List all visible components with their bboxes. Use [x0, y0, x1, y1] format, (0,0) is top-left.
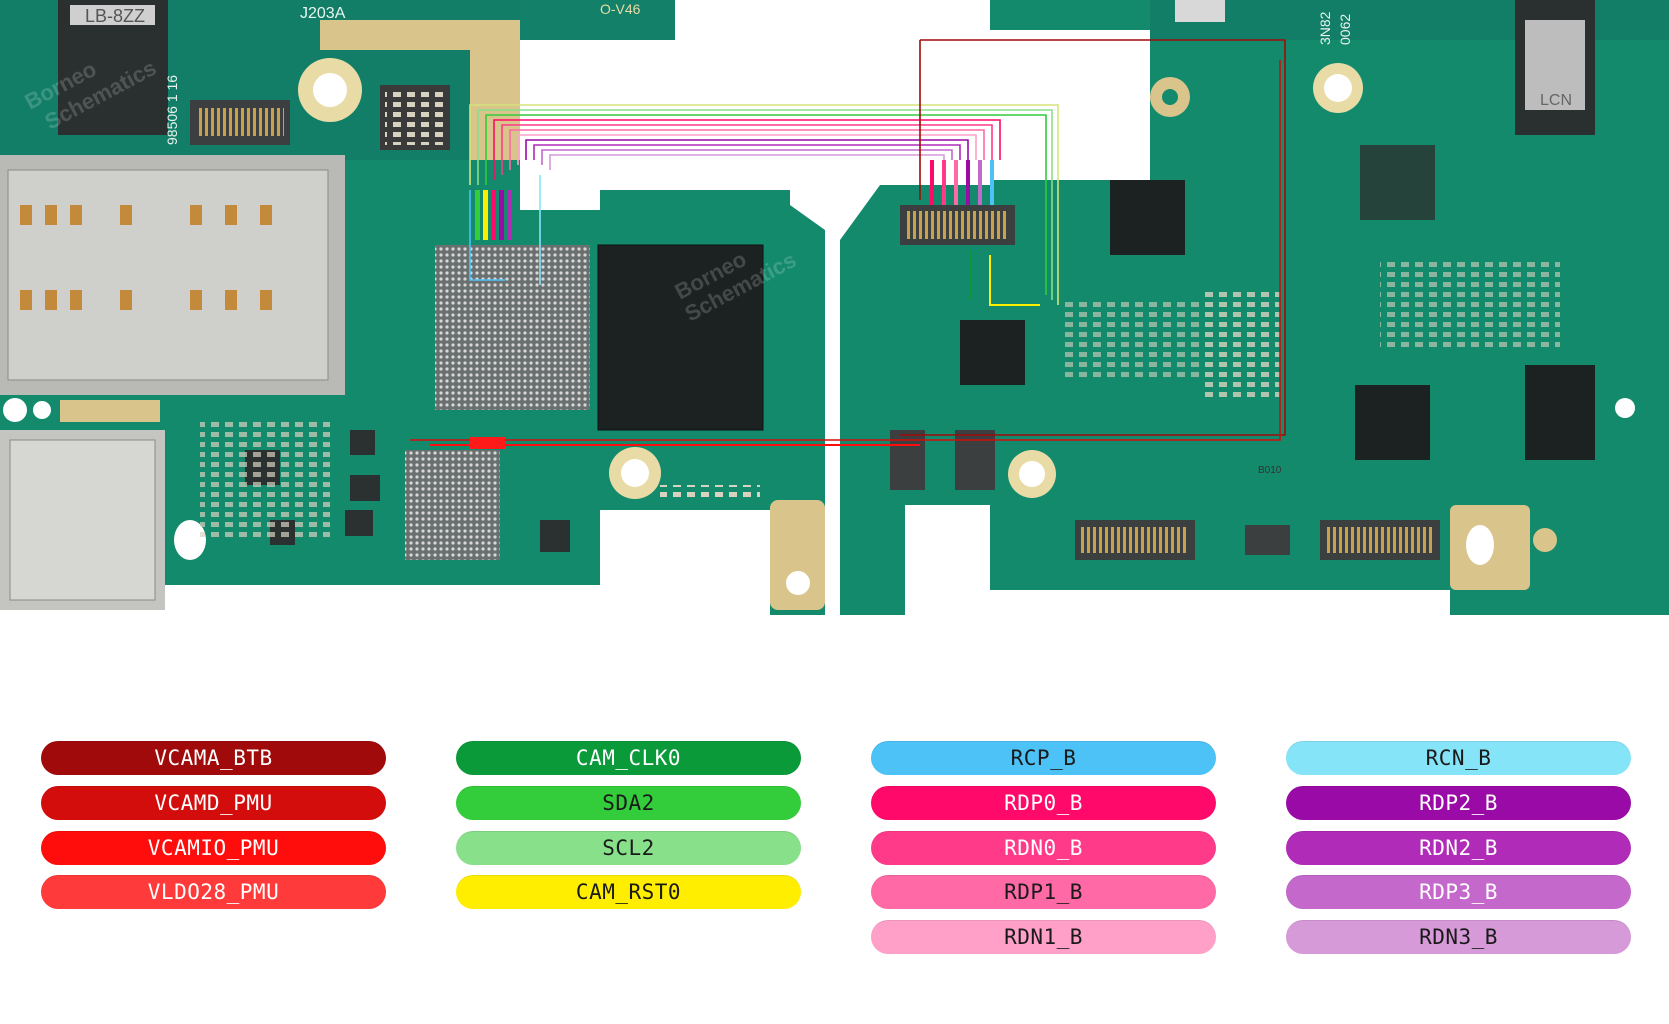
legend-item-rcp-b: RCP_B — [871, 741, 1216, 775]
legend-label: RDN3_B — [1419, 925, 1498, 949]
legend-item-cam-clk0: CAM_CLK0 — [456, 741, 801, 775]
legend-item-rcn-b: RCN_B — [1286, 741, 1631, 775]
legend-label: VCAMA_BTB — [154, 746, 273, 770]
legend-label: RDP0_B — [1004, 791, 1083, 815]
legend-item-rdp2-b: RDP2_B — [1286, 786, 1631, 820]
legend-item-vcamd-pmu: VCAMD_PMU — [41, 786, 386, 820]
legend-label: RDN0_B — [1004, 836, 1083, 860]
legend-label: RDP2_B — [1419, 791, 1498, 815]
legend-item-vcamio-pmu: VCAMIO_PMU — [41, 831, 386, 865]
legend-label: RDN2_B — [1419, 836, 1498, 860]
legend-item-rdp1-b: RDP1_B — [871, 875, 1216, 909]
legend-item-rdn0-b: RDN0_B — [871, 831, 1216, 865]
legend-label: SCL2 — [602, 836, 655, 860]
legend-label: VCAMIO_PMU — [147, 836, 280, 860]
legend-label: VCAMD_PMU — [154, 791, 273, 815]
silkscreen-ov46: O-V46 — [600, 1, 641, 17]
connector-label: B010 — [1258, 465, 1282, 476]
legend-item-rdp3-b: RDP3_B — [1286, 875, 1631, 909]
silkscreen-part-number: 98506 1 16 — [164, 75, 180, 145]
legend-label: CAM_CLK0 — [575, 746, 682, 770]
connector-pin-markers — [470, 160, 994, 449]
silkscreen-text: LB-8ZZ J203A O-V46 98506 1 16 3N82 0062 … — [85, 1, 1572, 476]
legend-label: RCN_B — [1425, 746, 1492, 770]
legend-label: RDN1_B — [1004, 925, 1083, 949]
legend-item-vldo28-pmu: VLDO28_PMU — [41, 875, 386, 909]
legend-item-vcama-btb: VCAMA_BTB — [41, 741, 386, 775]
legend-item-rdn3-b: RDN3_B — [1286, 920, 1631, 954]
legend-item-rdn2-b: RDN2_B — [1286, 831, 1631, 865]
pcb-board-diagram: LB-8ZZ J203A O-V46 98506 1 16 3N82 0062 … — [0, 0, 1669, 615]
legend-item-rdp0-b: RDP0_B — [871, 786, 1216, 820]
legend-label: VLDO28_PMU — [147, 880, 280, 904]
legend-item-cam-rst0: CAM_RST0 — [456, 875, 801, 909]
legend-item-rdn1-b: RDN1_B — [871, 920, 1216, 954]
legend-item-sda2: SDA2 — [456, 786, 801, 820]
silkscreen-j203a: J203A — [300, 5, 346, 22]
legend-item-scl2: SCL2 — [456, 831, 801, 865]
legend-label: CAM_RST0 — [575, 880, 682, 904]
legend-label: RDP1_B — [1004, 880, 1083, 904]
silkscreen-lcn: LCN — [1540, 92, 1572, 109]
left-board — [0, 0, 825, 615]
signal-traces — [410, 39, 1286, 446]
legend-label: RCP_B — [1010, 746, 1077, 770]
silkscreen-0062: 0062 — [1337, 14, 1353, 45]
right-board — [840, 0, 1669, 615]
legend-label: RDP3_B — [1419, 880, 1498, 904]
silkscreen-3n82: 3N82 — [1317, 11, 1333, 45]
silkscreen-lb8zz: LB-8ZZ — [85, 6, 145, 26]
legend-label: SDA2 — [602, 791, 655, 815]
